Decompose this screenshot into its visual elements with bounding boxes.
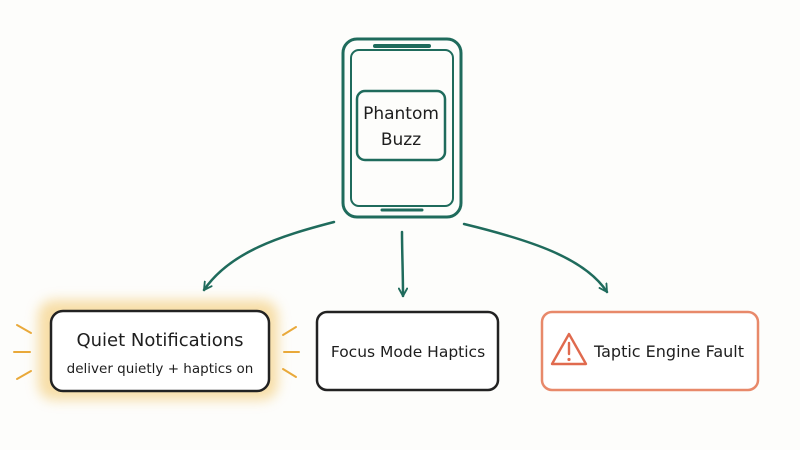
outcome-focus-mode-haptics: Focus Mode Haptics xyxy=(315,310,500,392)
arrow-to-focus-mode-haptics xyxy=(402,230,403,298)
taptic-engine-fault-box xyxy=(540,310,760,392)
focus-mode-haptics-box xyxy=(315,310,500,392)
focus-mode-haptics-title: Focus Mode Haptics xyxy=(331,343,485,361)
outcome-taptic-engine-fault: Taptic Engine Fault xyxy=(540,310,760,392)
warning-icon xyxy=(550,332,588,366)
attention-rays-right xyxy=(282,326,300,378)
quiet-notifications-box xyxy=(49,309,271,393)
phantom-buzz-box xyxy=(355,89,447,162)
attention-rays-left xyxy=(13,324,32,380)
arrow-to-taptic-engine-fault xyxy=(462,222,609,294)
phone-label-line1: Phantom xyxy=(363,104,439,124)
outcome-quiet-notifications: Quiet Notifications deliver quietly + ha… xyxy=(13,300,300,400)
quiet-notifications-title: Quiet Notifications xyxy=(76,330,243,351)
phone-inner-screen xyxy=(350,49,454,207)
arrows xyxy=(202,220,609,298)
taptic-engine-fault-title: Taptic Engine Fault xyxy=(593,342,744,361)
arrow-to-quiet-notifications xyxy=(202,220,336,292)
phone-device: Phantom Buzz xyxy=(341,37,463,219)
phone-outer-frame xyxy=(341,37,463,219)
phone-label-line2: Buzz xyxy=(381,130,421,150)
quiet-notifications-subtitle: deliver quietly + haptics on xyxy=(67,361,254,377)
